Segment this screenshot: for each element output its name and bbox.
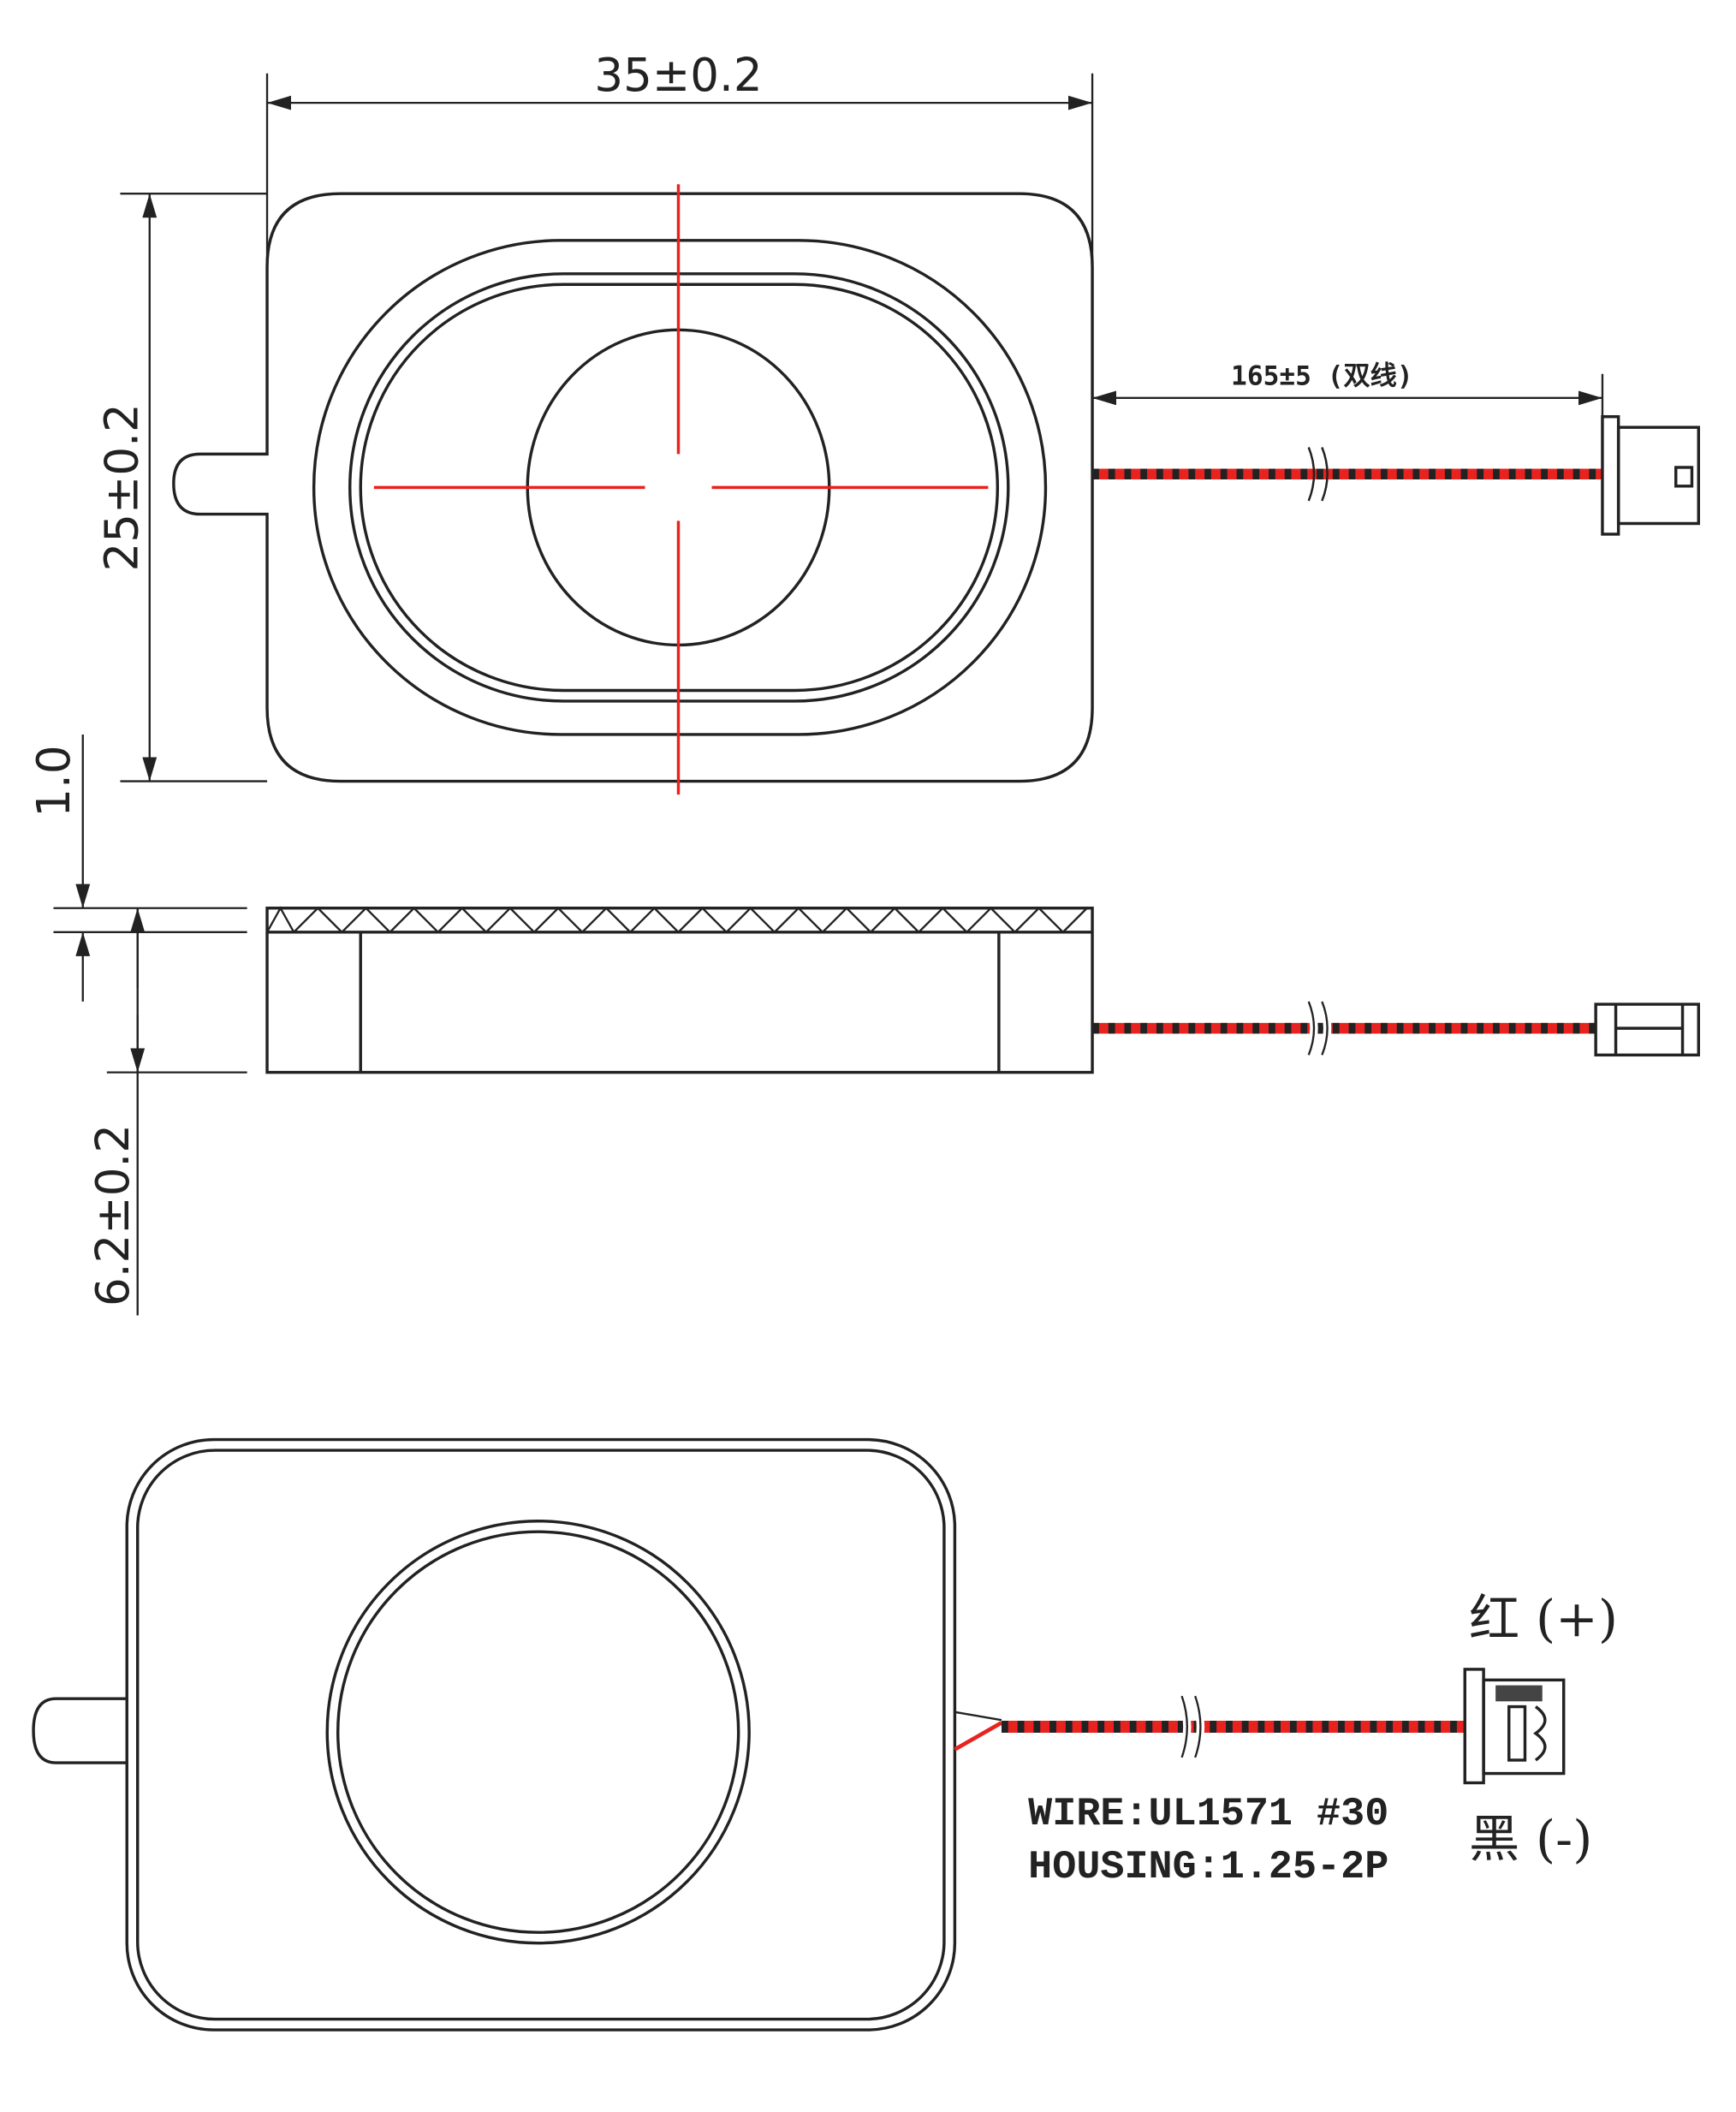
cover-thickness-dimension: 1.0 bbox=[27, 745, 80, 817]
back-view: WIRE:UL1571 #30 HOUSING:1.25-2P 红 (+) 黑 … bbox=[32, 1437, 1618, 2032]
connector-side bbox=[1594, 1002, 1700, 1057]
height-dimension: 25±0.2 bbox=[96, 403, 149, 571]
connector-back bbox=[1463, 1668, 1566, 1785]
depth-dimension: 6.2±0.2 bbox=[86, 1124, 140, 1306]
width-dimension: 35±0.2 bbox=[594, 49, 762, 102]
black-polarity-label: 黑 (-) bbox=[1469, 1809, 1592, 1868]
wire-spec: WIRE:UL1571 #30 bbox=[1028, 1792, 1388, 1837]
red-polarity-label: 红 (+) bbox=[1469, 1589, 1618, 1648]
centerlines bbox=[373, 184, 989, 795]
side-view: 1.0 6.2±0.2 bbox=[27, 734, 1700, 1316]
top-view: 35±0.2 25±0.2 165±5 (双线) bbox=[96, 49, 1700, 795]
wire-length-dimension: 165±5 (双线) bbox=[1231, 360, 1413, 391]
connector-top bbox=[1601, 414, 1700, 536]
housing-spec: HOUSING:1.25-2P bbox=[1028, 1845, 1388, 1890]
cover-hatch bbox=[266, 906, 1088, 934]
